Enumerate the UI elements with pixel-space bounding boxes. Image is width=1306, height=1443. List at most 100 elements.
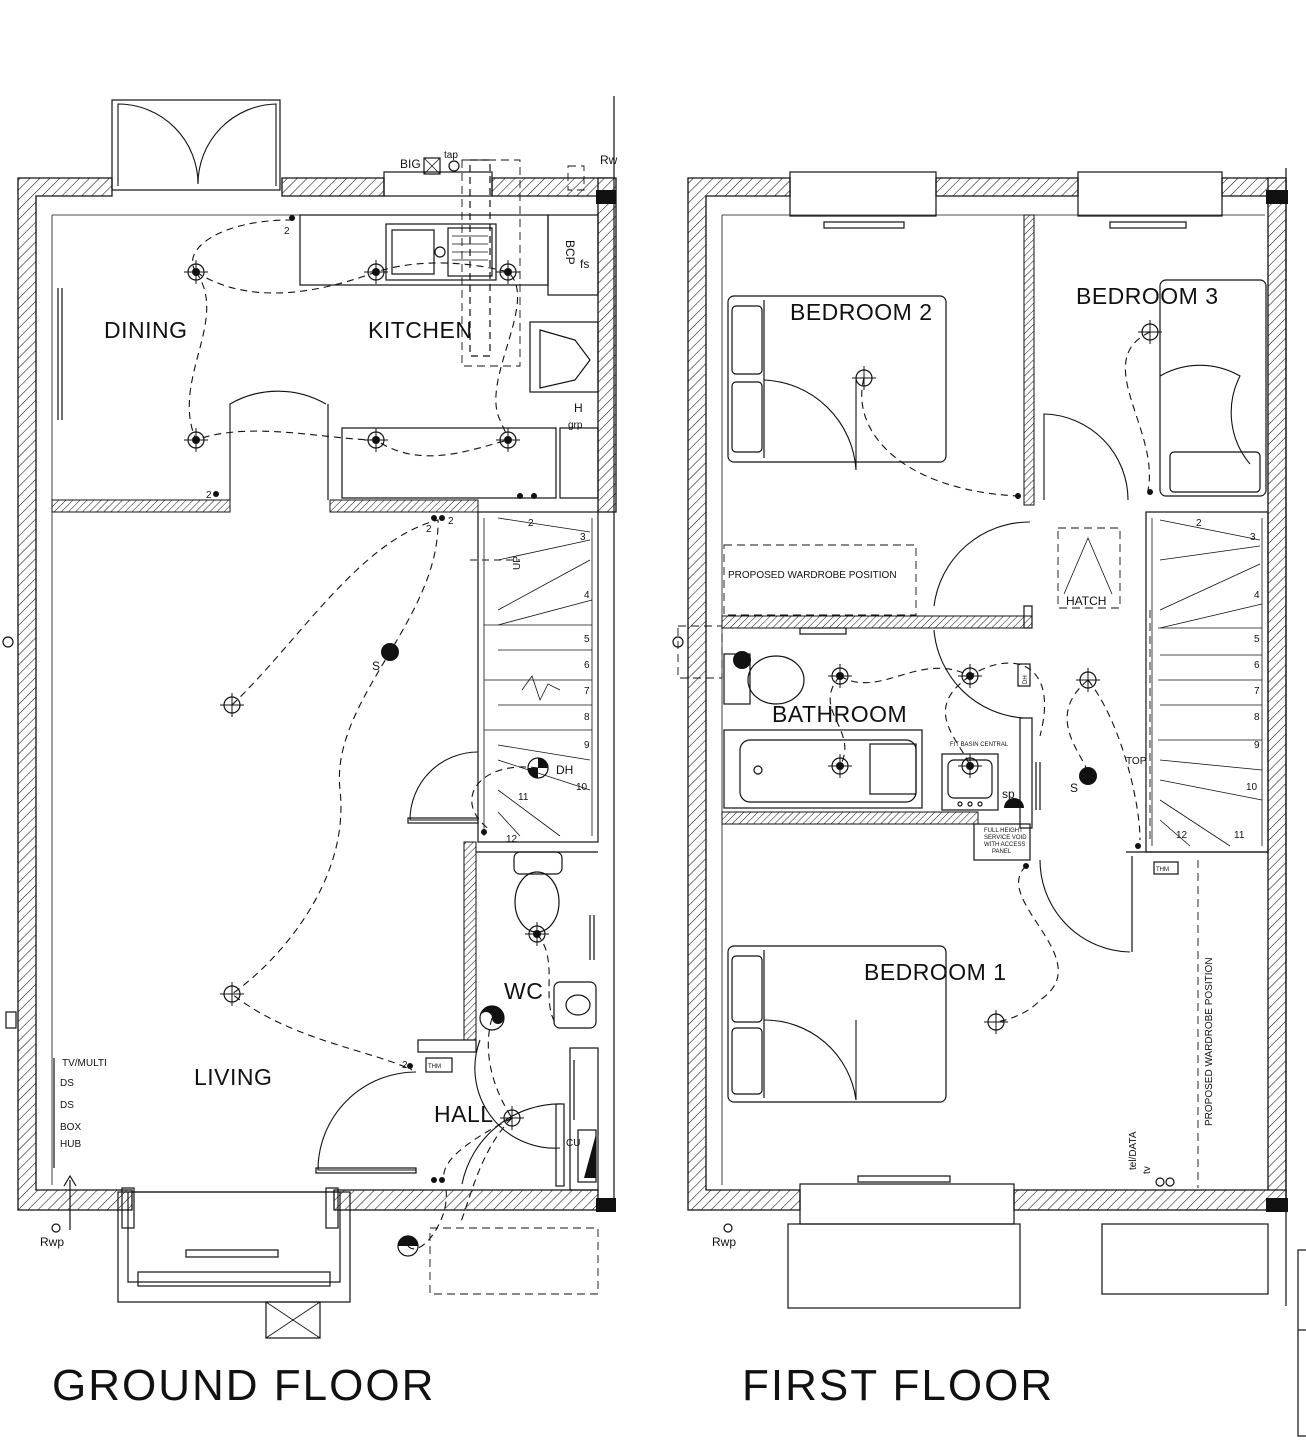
first-bottom-wall (1013, 1189, 1287, 1211)
ground-party-wall-cap-top (596, 190, 616, 204)
ff-stair-num-3: 3 (1250, 532, 1256, 543)
tap-label: tap (444, 150, 458, 161)
ground-top-wall-kitchen (491, 177, 613, 197)
s-label: S (372, 659, 380, 673)
kitchen-units (299, 159, 599, 499)
room-hall: HALL (434, 1101, 494, 1127)
ground-right-wall-top (597, 177, 617, 513)
french-doors (111, 99, 281, 191)
ff-stair-num-8: 8 (1254, 712, 1260, 723)
ff-stair-num-11: 11 (1234, 830, 1245, 841)
ff-stair-num-2: 2 (1196, 518, 1202, 529)
ff-stair-num-12: 12 (1176, 830, 1188, 841)
ff-stair-num-4: 4 (1254, 590, 1260, 601)
media-ds-2: DS (60, 1100, 74, 1111)
bath-top-wall (721, 615, 1033, 629)
socket-count-5: 2 (402, 1060, 408, 1071)
room-living: LIVING (194, 1064, 272, 1090)
room-bedroom3: BEDROOM 3 (1076, 283, 1219, 309)
room-bedroom2: BEDROOM 2 (790, 299, 933, 325)
ff-stair-num-10: 10 (1246, 782, 1258, 793)
stair-num-12: 12 (506, 834, 518, 845)
ground-stairs: 2 3 4 5 6 7 8 9 10 11 12 UP (477, 511, 599, 845)
tap-symbol (448, 160, 460, 172)
rwp-label-ground: Rwp (40, 1235, 64, 1249)
ground-floor-plan: BIG tap Rw BCP fs H grp (2, 96, 618, 1410)
wc-wall (463, 841, 477, 1041)
ff-stair-num-6: 6 (1254, 660, 1260, 671)
stair-num-9: 9 (584, 740, 590, 751)
room-dining: DINING (104, 317, 188, 343)
bath-bottom-wall (721, 811, 979, 825)
ff-dh-label: DH (1023, 675, 1029, 684)
ground-top-wall-right (281, 177, 385, 197)
socket-count-1: 2 (284, 226, 290, 237)
bcp-label: BCP (563, 240, 577, 265)
bed-bedroom1 (727, 945, 947, 1103)
first-left-wall (687, 177, 801, 1211)
stair-num-11: 11 (518, 792, 529, 803)
ff-thm-label: THM (1156, 867, 1169, 873)
cu-label: CU (566, 1138, 580, 1149)
ff-smoke-detector (1079, 767, 1097, 785)
wardrobe-label-v: PROPOSED WARDROBE POSITION (1204, 957, 1215, 1126)
rw-label: Rw (600, 153, 618, 167)
hatch-label: HATCH (1066, 594, 1106, 608)
hob-label: H (574, 401, 583, 415)
media-hub: HUB (60, 1139, 81, 1150)
dining-living-partition (51, 499, 231, 513)
room-bathroom: BATHROOM (772, 701, 907, 727)
stair-num-7: 7 (584, 686, 590, 697)
sp-label: sp (1002, 787, 1015, 801)
socket-count-4: 2 (448, 516, 454, 527)
stair-num-8: 8 (584, 712, 590, 723)
ff-stair-num-5: 5 (1254, 634, 1260, 645)
first-top-wall-mid (935, 177, 1079, 197)
ground-floor-title: GROUND FLOOR (52, 1361, 435, 1410)
bed2-bed3-wall (1023, 214, 1035, 506)
rwp-label-first: Rwp (712, 1235, 736, 1249)
bathroom-light-3 (827, 753, 853, 779)
stair-num-5: 5 (584, 634, 590, 645)
bay-window (117, 1187, 351, 1339)
room-bedroom1: BEDROOM 1 (864, 959, 1007, 985)
thm-label: THM (428, 1064, 441, 1070)
kitchen-light-2 (495, 259, 521, 285)
ff-stair-num-9: 9 (1254, 740, 1260, 751)
stair-num-3: 3 (580, 532, 586, 543)
ground-sockets: 2 2 2 2 2 (206, 215, 537, 1183)
up-label: UP (512, 556, 523, 570)
socket-count-3: 2 (426, 524, 432, 535)
big-box (423, 157, 441, 175)
ground-party-wall-cap-bottom (596, 1198, 616, 1212)
ff-stair-num-7: 7 (1254, 686, 1260, 697)
stair-num-10: 10 (576, 782, 588, 793)
first-stairs: 2 3 4 5 6 7 8 9 10 11 12 (1145, 511, 1269, 853)
bed-bedroom3 (1159, 279, 1267, 497)
stair-num-6: 6 (584, 660, 590, 671)
socket-count-2: 2 (206, 490, 212, 501)
first-floor-title: FIRST FLOOR (742, 1361, 1054, 1410)
dh-label: DH (556, 763, 573, 777)
kitchen-hall-partition (329, 499, 479, 513)
media-box: BOX (60, 1122, 81, 1133)
first-right-wall (1267, 177, 1287, 1211)
basin-note: FIT BASIN CENTRAL (950, 742, 1009, 748)
media-ds-1: DS (60, 1078, 74, 1089)
ff-s-label: S (1070, 781, 1078, 795)
room-kitchen: KITCHEN (368, 317, 472, 343)
fs-label: fs (580, 257, 589, 271)
big-label: BIG (400, 157, 421, 171)
grp-label: grp (568, 420, 583, 431)
teldata-label: tel/DATA (1128, 1131, 1139, 1170)
bedroom1-pendant (983, 1009, 1009, 1035)
room-wc: WC (504, 978, 543, 1004)
bed-bedroom2 (727, 295, 947, 471)
media-points: TV/MULTI DS DS BOX HUB (53, 1058, 107, 1230)
media-tv-multi: TV/MULTI (62, 1058, 107, 1069)
bathroom-light-4 (957, 753, 983, 779)
top-label: TOP (1126, 756, 1147, 767)
